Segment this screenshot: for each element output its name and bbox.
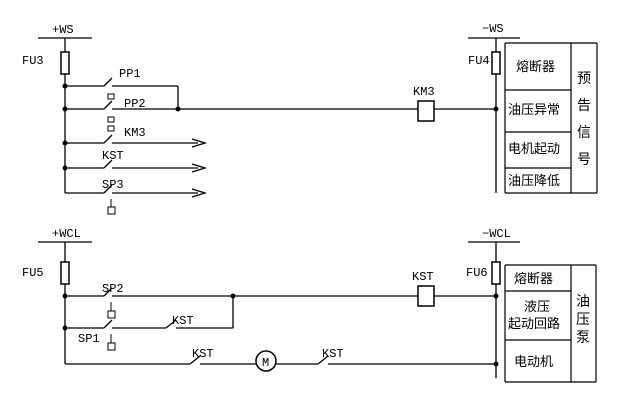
contact-kst-motor-right-label: KST bbox=[322, 347, 344, 361]
contact-kst-motor-right bbox=[317, 355, 329, 365]
signal-group-char-3: 信 bbox=[577, 125, 591, 141]
fuse-fu5 bbox=[60, 261, 70, 285]
wire bbox=[107, 342, 116, 351]
signal-row-fuse: 熔断器 bbox=[516, 60, 555, 75]
wire bbox=[107, 310, 116, 319]
contact-sp1-label: SP1 bbox=[78, 332, 100, 346]
signal-group-char-1: 预 bbox=[577, 71, 591, 87]
fuse-fu6 bbox=[491, 261, 501, 285]
bus-wcl-positive-label: +WCL bbox=[52, 227, 81, 241]
contact-kst-seal-label: KST bbox=[172, 314, 194, 328]
bus-ws-negative-label: −WS bbox=[482, 22, 504, 36]
contact-kst-top bbox=[103, 159, 113, 169]
signal-group-char-4: 号 bbox=[577, 152, 591, 168]
fuse-fu5-label: FU5 bbox=[22, 266, 44, 280]
wire bbox=[107, 116, 115, 123]
motor-symbol bbox=[255, 350, 277, 372]
wire bbox=[107, 206, 116, 215]
contact-pp1 bbox=[103, 77, 113, 87]
contact-kst-top-label: KST bbox=[102, 149, 124, 163]
junction-dot bbox=[493, 293, 499, 299]
contact-pp2 bbox=[103, 100, 113, 110]
fuse-fu3-label: FU3 bbox=[22, 54, 44, 68]
coil-kst-label: KST bbox=[412, 270, 434, 284]
arrow-right-icon bbox=[191, 163, 208, 173]
signal-row-oil-abnormal: 油压异常 bbox=[508, 103, 560, 118]
contact-km3-label: KM3 bbox=[124, 126, 146, 140]
contact-sp1 bbox=[103, 319, 113, 329]
wire bbox=[107, 93, 115, 100]
contact-kst-seal bbox=[165, 319, 177, 329]
signal-row-oil-low: 油压降低 bbox=[508, 174, 560, 189]
pump-circuit: +WCL FU5 SP2 KST SP1 KST KST bbox=[22, 227, 597, 383]
signal-group-char-2: 告 bbox=[577, 98, 591, 114]
signal-circuit: +WS FU3 PP1 PP2 KM3 KM3 bbox=[22, 22, 598, 215]
pump-row-start-circuit: 起动回路 bbox=[508, 316, 560, 332]
pump-group-char-3: 泵 bbox=[576, 330, 590, 346]
contact-pp2-label: PP2 bbox=[124, 97, 146, 111]
signal-row-motor-start: 电机起动 bbox=[508, 142, 560, 157]
signal-legend-table: 熔断器 油压异常 电机起动 油压降低 预 告 信 号 bbox=[504, 42, 598, 194]
contact-km3 bbox=[103, 134, 113, 144]
motor-symbol-label: M bbox=[262, 356, 269, 370]
pump-group-char-2: 压 bbox=[576, 312, 590, 328]
pump-legend-table: 熔断器 液压 起动回路 电动机 油 压 泵 bbox=[504, 264, 597, 383]
fuse-fu3 bbox=[60, 51, 70, 75]
junction-dot bbox=[493, 106, 499, 112]
coil-kst bbox=[417, 285, 435, 307]
contact-sp2 bbox=[103, 287, 113, 297]
wire bbox=[107, 125, 115, 132]
pump-group-char-1: 油 bbox=[576, 294, 590, 310]
fuse-fu6-label: FU6 bbox=[466, 266, 488, 280]
pump-row-hydraulic: 液压 bbox=[524, 300, 550, 315]
contact-sp3-label: SP3 bbox=[102, 178, 124, 192]
contact-sp2-label: SP2 bbox=[102, 282, 124, 296]
contact-kst-motor-left-label: KST bbox=[192, 347, 214, 361]
fuse-fu4-label: FU4 bbox=[468, 54, 490, 68]
arrow-right-icon bbox=[191, 188, 208, 198]
contact-kst-motor-left bbox=[189, 355, 201, 365]
bus-wcl-negative-label: −WCL bbox=[482, 227, 511, 241]
contact-sp3 bbox=[103, 184, 113, 194]
bus-ws-positive-label: +WS bbox=[52, 23, 74, 37]
contact-pp1-label: PP1 bbox=[119, 67, 141, 81]
fuse-fu4 bbox=[491, 51, 501, 75]
coil-km3-label: KM3 bbox=[413, 85, 435, 99]
pump-row-fuse: 熔断器 bbox=[514, 272, 553, 287]
pump-row-motor: 电动机 bbox=[514, 355, 553, 370]
arrow-right-icon bbox=[191, 138, 208, 148]
coil-km3 bbox=[417, 100, 435, 122]
junction-dot bbox=[493, 361, 499, 367]
